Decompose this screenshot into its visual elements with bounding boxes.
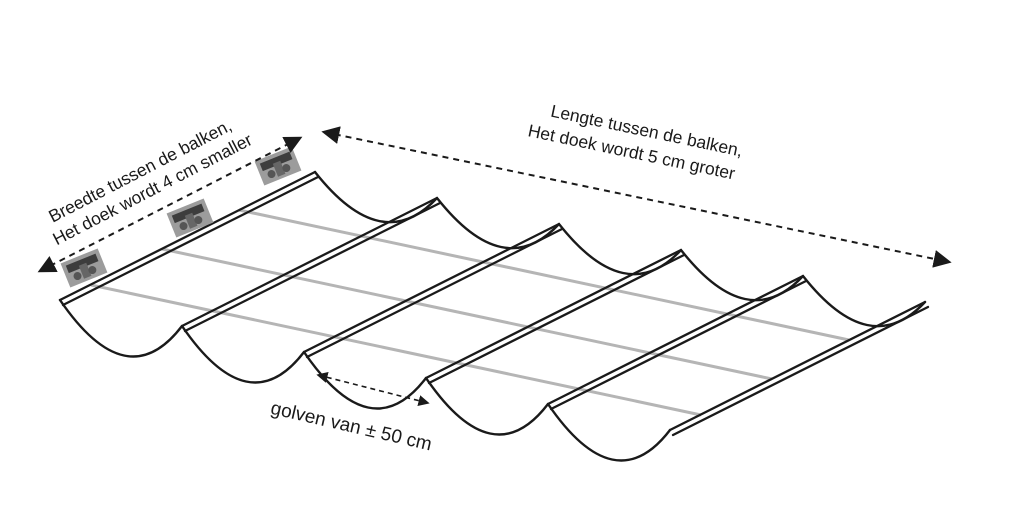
dimension-arrows — [37, 126, 952, 407]
glider-icon — [60, 248, 108, 288]
glider-icon — [166, 198, 214, 238]
wave-size-arrow — [316, 371, 430, 407]
support-wires — [90, 208, 850, 417]
wave-size-label: golven van ± 50 cm — [269, 398, 434, 455]
support-wire — [90, 283, 702, 417]
width-label-line-2: Het doek wordt 4 cm smaller — [49, 129, 255, 249]
rail — [424, 248, 686, 385]
glider-wheel — [73, 272, 82, 281]
support-wire — [161, 247, 773, 381]
rail — [668, 300, 930, 437]
support-wire — [238, 208, 850, 342]
rail — [180, 196, 442, 333]
glider-icon — [254, 146, 302, 186]
rail — [546, 274, 808, 411]
rail — [302, 222, 564, 359]
wave-curve-bottom — [58, 298, 672, 462]
width-label: Breedte tussen de balken, Het doek wordt… — [39, 110, 255, 249]
width-arrow — [37, 136, 303, 273]
length-arrow — [321, 126, 952, 268]
length-label: Lengte tussen de balken, Het doek wordt … — [526, 97, 749, 185]
wave-curve-top — [313, 170, 927, 328]
